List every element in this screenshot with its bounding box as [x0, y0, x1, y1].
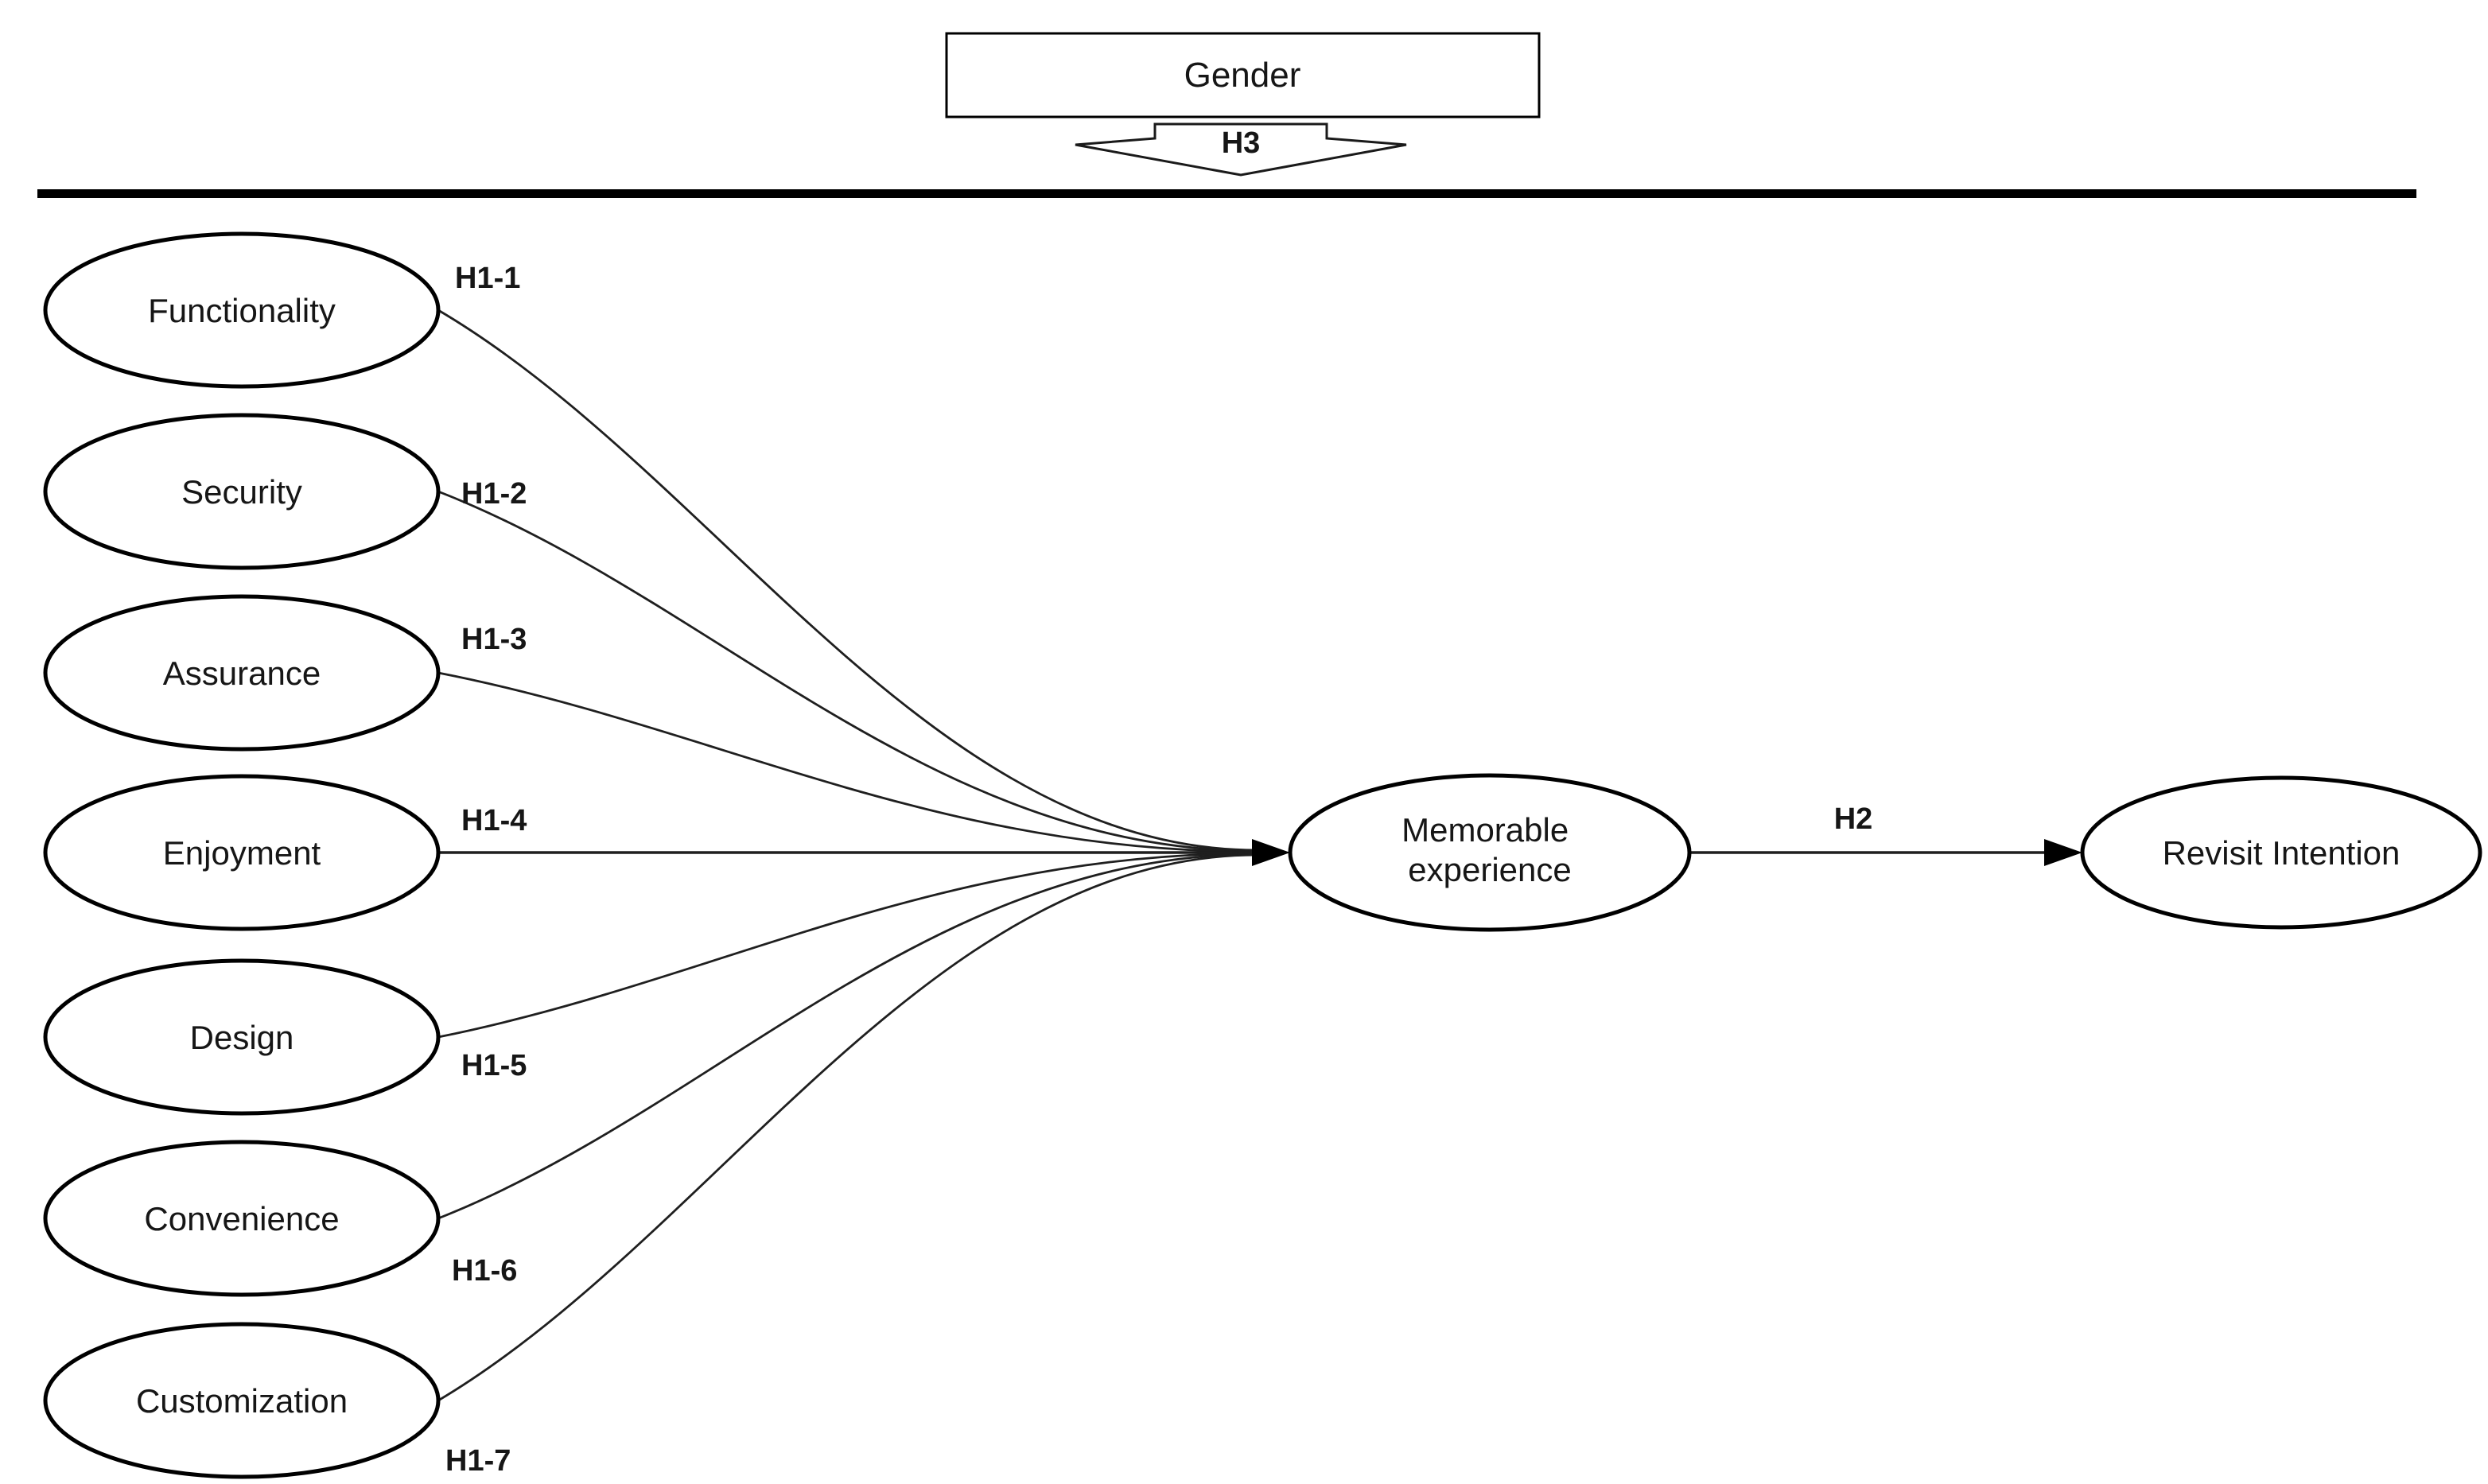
node-label-functionality: Functionality: [148, 292, 336, 329]
node-ellipse-enjoyment: [43, 774, 441, 931]
node-label-memorable-experience: Memorable experience: [1401, 811, 1578, 888]
hypothesis-label-h2: H2: [1834, 802, 1873, 836]
node-ellipse-convenience: [43, 1140, 441, 1297]
node-security: Security H1-2: [43, 413, 527, 570]
node-revisit-intention: Revisit Intention: [2080, 775, 2482, 930]
node-functionality: Functionality H1-1: [43, 231, 520, 389]
hypothesis-label-h1-5: H1-5: [461, 1049, 527, 1082]
hypothesis-label-h1-7: H1-7: [445, 1444, 511, 1478]
node-ellipse-functionality: [43, 231, 441, 389]
node-label-security: Security: [181, 473, 302, 511]
edge-customization-to-memorable: [437, 853, 1261, 1402]
node-customization: Customization H1-7: [43, 1322, 511, 1479]
edge-convenience-to-memorable: [437, 853, 1261, 1220]
node-convenience: Convenience H1-6: [43, 1140, 517, 1297]
hypothesis-label-h1-6: H1-6: [452, 1254, 517, 1288]
node-ellipse-design: [43, 958, 441, 1116]
hypothesis-label-h1-1: H1-1: [455, 262, 520, 295]
antecedent-nodes-group: Functionality H1-1 Security H1-2 Assuran…: [43, 231, 527, 1479]
hypothesis-label-h1-4: H1-4: [461, 804, 527, 837]
edge-design-to-memorable: [437, 852, 1261, 1039]
edge-functionality-to-memorable: [437, 309, 1261, 852]
node-assurance: Assurance H1-3: [43, 594, 527, 752]
node-label-assurance: Assurance: [163, 655, 321, 692]
node-ellipse-customization: [43, 1322, 441, 1479]
moderator-group: Gender H3: [945, 32, 1541, 177]
down-block-arrow-icon: [1075, 122, 1407, 177]
node-design: Design H1-5: [43, 958, 527, 1116]
hypothesis-label-h1-2: H1-2: [461, 477, 527, 511]
node-label-enjoyment: Enjoyment: [163, 834, 321, 872]
moderator-box: [945, 32, 1541, 118]
arrowhead-into-revisit-icon: [2044, 839, 2082, 866]
hypothesis-label-h1-3: H1-3: [461, 623, 527, 656]
node-ellipse-security: [43, 413, 441, 570]
divider-line: [37, 189, 2416, 198]
arrowhead-into-memorable-icon: [1252, 839, 1290, 866]
node-label-customization: Customization: [136, 1382, 348, 1420]
node-label-design: Design: [190, 1019, 294, 1056]
hypothesis-label-h3: H3: [1222, 126, 1261, 160]
edge-assurance-to-memorable: [437, 671, 1261, 853]
node-label-convenience: Convenience: [144, 1200, 339, 1237]
node-ellipse-revisit-intention: [2080, 775, 2482, 930]
node-label-revisit-intention: Revisit Intention: [2163, 834, 2401, 872]
node-label-memorable-line1: Memorable: [1401, 811, 1569, 849]
edge-security-to-memorable: [437, 490, 1261, 853]
node-ellipse-memorable-experience: [1288, 773, 1692, 932]
node-ellipse-assurance: [43, 594, 441, 752]
node-enjoyment: Enjoyment H1-4: [43, 774, 527, 931]
edges-group: [437, 309, 2082, 1402]
node-memorable-experience: Memorable experience: [1288, 773, 1692, 932]
moderator-label: Gender: [1184, 56, 1301, 95]
node-label-memorable-line2: experience: [1408, 851, 1571, 888]
